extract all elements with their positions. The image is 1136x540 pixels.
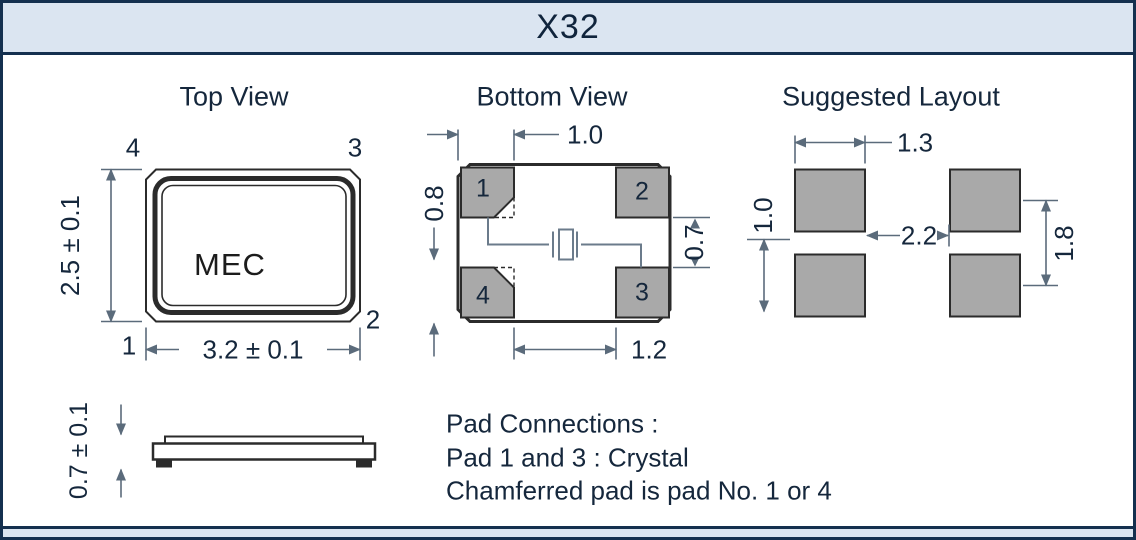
bottom-view: Bottom View 1 2 4 3 [419, 82, 710, 365]
layout-pad-bottom-right [949, 253, 1021, 318]
pad-width-label: 1.0 [567, 120, 603, 150]
top-view-title: Top View [179, 82, 289, 112]
layout-pad-top-right [949, 168, 1021, 233]
brand-marking: MEC [194, 247, 266, 282]
top-view-package-lid-inner [161, 184, 347, 307]
technical-drawing: Top View MEC 4 3 1 2 2.5 ± 0.1 [55, 82, 1079, 506]
width-dimension-label: 3.2 ± 0.1 [202, 335, 303, 365]
layout-center-label: 2.2 [901, 221, 937, 251]
bottom-border-strip [3, 526, 1133, 537]
note-line-1: Pad Connections : [446, 409, 658, 439]
gap-vertical-label: 0.7 [679, 224, 709, 260]
drawing-area: Top View MEC 4 3 1 2 2.5 ± 0.1 [3, 55, 1133, 526]
pad-4 [460, 266, 515, 319]
title-bar: X32 [3, 3, 1133, 55]
crystal-circuit-symbol [487, 217, 642, 268]
gap-vertical-arrow-down [690, 256, 700, 267]
pad-height-label: 0.8 [419, 185, 449, 221]
layout-pad-bottom-left [794, 253, 866, 318]
side-view-foot-right [356, 459, 372, 468]
gap-horizontal-label: 1.2 [631, 335, 667, 365]
side-view-body [151, 442, 377, 461]
layout-pad-width-label: 1.3 [897, 128, 933, 158]
pad-2-number: 2 [635, 178, 649, 206]
bottom-view-title: Bottom View [476, 82, 628, 112]
pad-3 [615, 266, 670, 319]
pad-1-number: 1 [476, 175, 490, 203]
pad-1 [460, 166, 515, 219]
side-view-foot-left [156, 459, 172, 468]
pin-1-label: 1 [122, 331, 136, 361]
page-title: X32 [536, 8, 600, 46]
top-view: Top View MEC 4 3 1 2 2.5 ± 0.1 [55, 82, 380, 365]
suggested-layout-title: Suggested Layout [782, 82, 1000, 112]
note-line-2: Pad 1 and 3 : Crystal [446, 443, 689, 473]
height-dimension-label: 2.5 ± 0.1 [55, 195, 85, 296]
pin-4-label: 4 [126, 133, 140, 163]
side-view: 0.7 ± 0.1 [65, 402, 377, 499]
pin-3-label: 3 [348, 133, 362, 163]
side-height-label: 0.7 ± 0.1 [65, 402, 93, 499]
gap-vertical-arrow-up [690, 218, 700, 229]
note-line-3: Chamferred pad is pad No. 1 or 4 [446, 476, 832, 506]
pad-4-number: 4 [476, 282, 490, 310]
pad-3-number: 3 [635, 279, 649, 307]
pad-connection-notes: Pad Connections : Pad 1 and 3 : Crystal … [446, 409, 832, 506]
layout-pad-top-left [794, 168, 866, 233]
layout-right-vertical-label: 1.8 [1049, 225, 1079, 261]
pad-2 [615, 166, 670, 219]
pin-2-label: 2 [366, 305, 380, 335]
suggested-layout: Suggested Layout 1.3 1.0 [747, 82, 1079, 318]
layout-left-vertical-label: 1.0 [748, 197, 778, 233]
